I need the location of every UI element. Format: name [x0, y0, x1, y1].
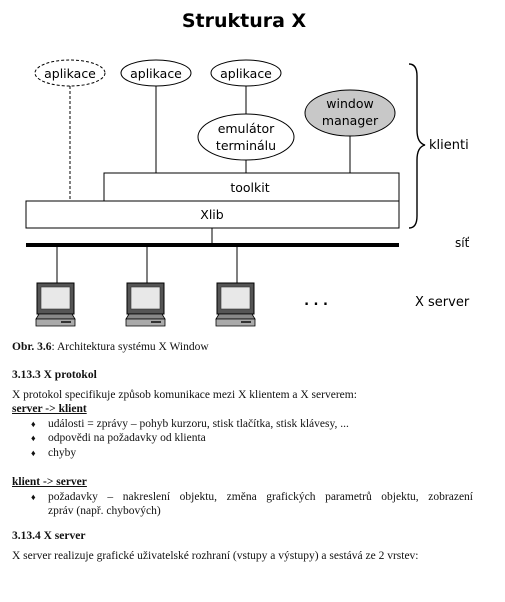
list-item: odpovědi na požadavky od klienta [48, 432, 206, 444]
app-label-1: aplikace [44, 66, 96, 81]
xlib-box [25, 200, 400, 229]
emulator-line1: emulátor [218, 121, 275, 136]
xlib-label: Xlib [200, 207, 224, 222]
caption-text: : Architektura systému X Window [51, 341, 209, 353]
caption-label: Obr. 3.6 [12, 341, 52, 353]
xserver-text: X server realizuje grafické uživatelské … [12, 550, 419, 562]
bullet-diamond: ♦ [31, 433, 36, 443]
protocol-intro: X protokol specifikuje způsob komunikace… [12, 389, 357, 401]
list-item: události = zprávy – pohyb kurzoru, stisk… [48, 418, 349, 430]
toolkit-label: toolkit [230, 180, 269, 195]
x-structure-diagram: Struktura X aplikace aplikace aplikace w… [25, 10, 470, 327]
bullet-diamond: ♦ [31, 492, 36, 502]
section-heading-protocol: 3.13.3 X protokol [12, 369, 97, 381]
network-bar [26, 243, 399, 247]
list-item-line1: požadavky – nakreslení objektu, změna gr… [48, 491, 473, 503]
figure-caption: Obr. 3.6: Architektura systému X Window [12, 341, 209, 353]
subheading-client-server: klient -> server [12, 476, 87, 488]
clients-brace [408, 63, 426, 229]
x-server-label: X server [415, 295, 470, 310]
app-label-3: aplikace [220, 66, 272, 81]
ellipsis-dots: . . . [304, 294, 328, 309]
bullet-diamond: ♦ [31, 419, 36, 429]
window-manager-line1: window [326, 96, 373, 111]
list-item-line2: zpráv (např. chybových) [48, 505, 161, 517]
list-item: chyby [48, 447, 77, 459]
computer-icon [35, 282, 76, 327]
computer-icon [215, 282, 256, 327]
window-manager-line2: manager [322, 113, 379, 128]
subheading-server-client: server -> klient [12, 403, 87, 415]
app-ellipse-dashed [34, 59, 106, 87]
computer-icon [125, 282, 166, 327]
section-heading-xserver: 3.13.4 X server [12, 530, 86, 542]
bullet-diamond: ♦ [31, 448, 36, 458]
emulator-line2: terminálu [216, 138, 276, 153]
diagram-title: Struktura X [182, 10, 307, 32]
app-label-2: aplikace [130, 66, 182, 81]
clients-label: klienti [429, 138, 469, 153]
network-label: síť [455, 236, 470, 250]
